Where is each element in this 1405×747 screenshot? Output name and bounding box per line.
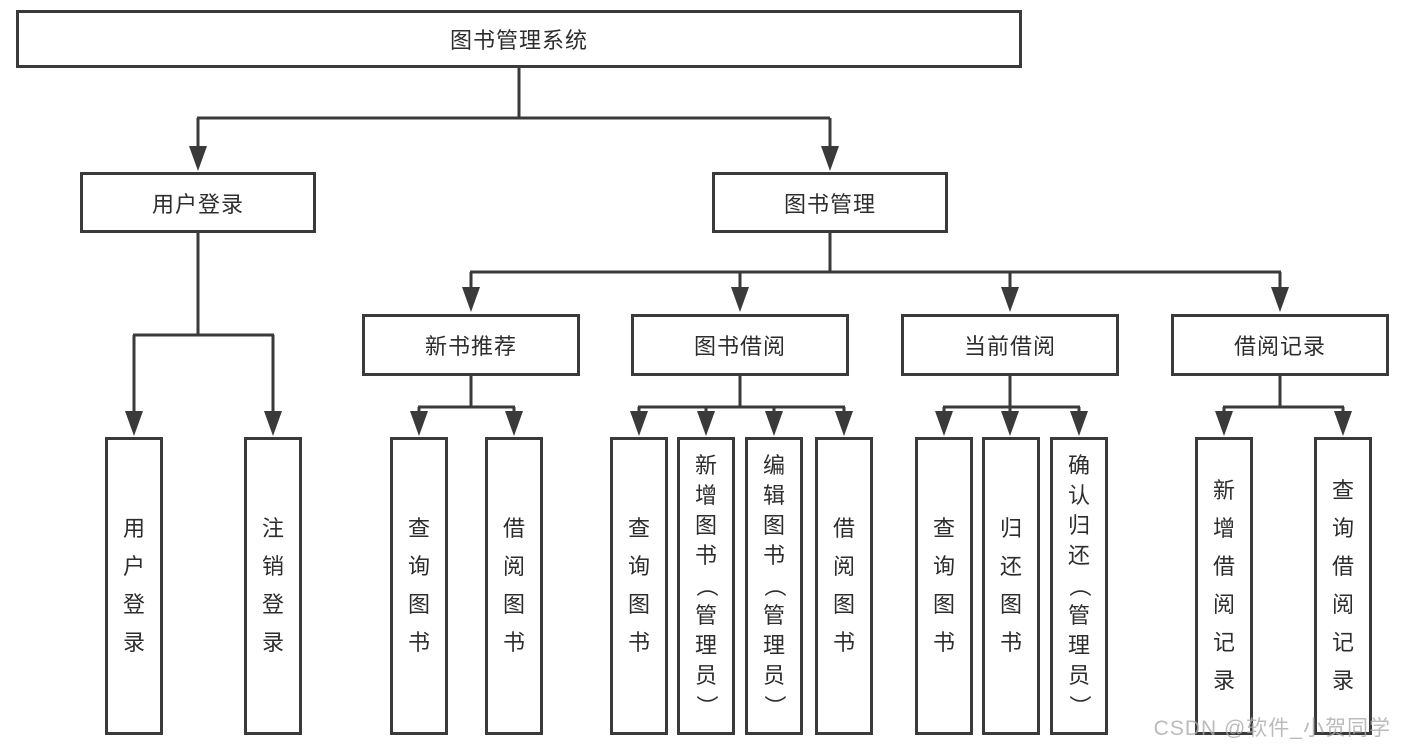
node-leaf-current-search-book: 查询图书 bbox=[915, 437, 973, 735]
node-leaf-add-book-admin: 新增图书（管理员） bbox=[677, 437, 735, 735]
node-book-borrow: 图书借阅 bbox=[631, 314, 849, 376]
node-leaf-confirm-return-admin: 确认归还（管理员） bbox=[1050, 437, 1108, 735]
node-leaf-borrow-search-book: 查询图书 bbox=[610, 437, 668, 735]
node-leaf-add-borrow-record: 新增借阅记录 bbox=[1195, 437, 1253, 735]
connector-root-to-level2 bbox=[189, 68, 839, 171]
node-library-management-system: 图书管理系统 bbox=[16, 10, 1022, 68]
node-leaf-user-login: 用户登录 bbox=[105, 437, 163, 735]
connector-book-management-children bbox=[462, 233, 1289, 312]
node-book-management: 图书管理 bbox=[712, 172, 948, 233]
node-leaf-return-book: 归还图书 bbox=[982, 437, 1040, 735]
connector-borrow-record-children bbox=[1215, 376, 1352, 436]
connector-user-login-children bbox=[125, 233, 282, 436]
connector-new-book-recommend-children bbox=[410, 376, 523, 436]
node-leaf-search-borrow-record: 查询借阅记录 bbox=[1314, 437, 1372, 735]
node-leaf-recommend-search-book: 查询图书 bbox=[390, 437, 448, 735]
node-leaf-logout: 注销登录 bbox=[244, 437, 302, 735]
node-leaf-borrow-book: 借阅图书 bbox=[815, 437, 873, 735]
node-leaf-recommend-borrow-book: 借阅图书 bbox=[485, 437, 543, 735]
node-user-login: 用户登录 bbox=[80, 172, 316, 233]
node-new-book-recommend: 新书推荐 bbox=[362, 314, 580, 376]
watermark: CSDN @软件_小贺同学 bbox=[1153, 717, 1391, 740]
connector-current-borrow-children bbox=[935, 376, 1088, 436]
connector-book-borrow-children bbox=[630, 376, 853, 436]
node-current-borrow: 当前借阅 bbox=[901, 314, 1119, 376]
node-leaf-edit-book-admin: 编辑图书（管理员） bbox=[745, 437, 803, 735]
node-borrow-record: 借阅记录 bbox=[1171, 314, 1389, 376]
